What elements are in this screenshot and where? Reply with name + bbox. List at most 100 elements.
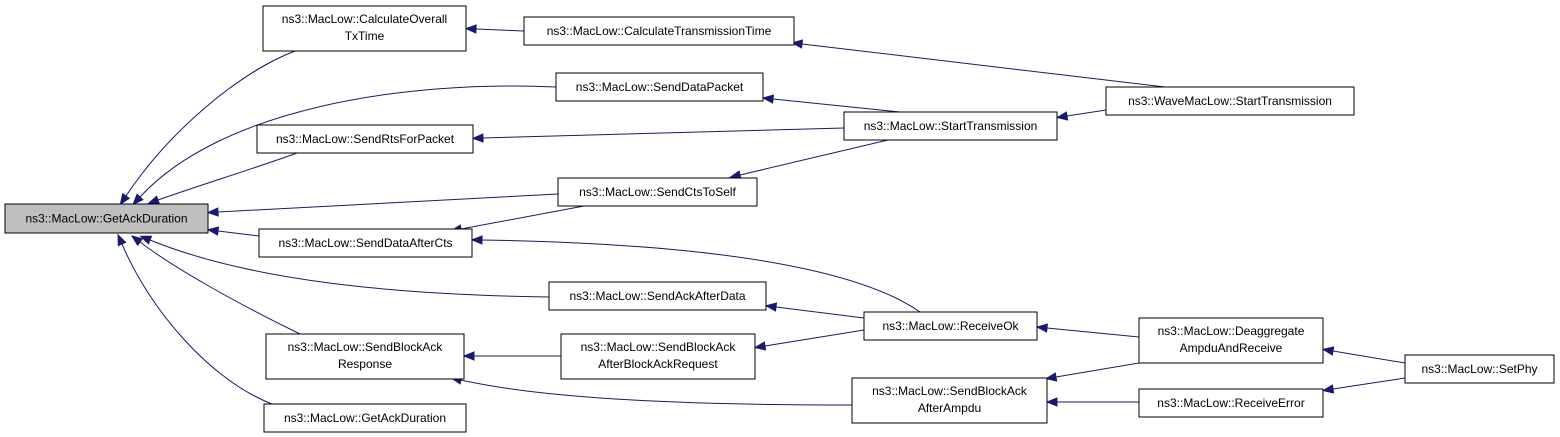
edge-send-data-packet-to-getackduration-root [132, 85, 557, 206]
node-getackduration-overload[interactable]: ns3::MacLow::GetAckDuration [263, 403, 467, 433]
edge-arrowhead [470, 235, 483, 245]
edge-line [1066, 109, 1107, 117]
node-set-phy[interactable]: ns3::MacLow::SetPhy [1404, 354, 1555, 384]
node-label: ns3::MacLow::SendRtsForPacket [276, 132, 455, 146]
edge-arrowhead [790, 39, 804, 49]
edge-send-block-ack-response-to-getackduration-root [130, 235, 301, 335]
edge-line [1055, 361, 1146, 378]
edge-send-data-after-cts-to-getackduration-root [206, 226, 260, 237]
edge-arrowhead [764, 302, 778, 312]
edge-start-transmission-to-send-data-packet [761, 94, 901, 113]
node-getackduration-root[interactable]: ns3::MacLow::GetAckDuration [4, 203, 209, 234]
node-label: ns3::MacLow::GetAckDuration [284, 411, 446, 425]
edge-send-rts-for-packet-to-getackduration-root [147, 152, 298, 205]
node-calculate-transmission-time[interactable]: ns3::MacLow::CalculateTransmissionTime [523, 16, 795, 46]
node-label: ns3::MacLow::StartTransmission [864, 119, 1038, 133]
edge-arrowhead [462, 351, 475, 361]
node-label: ns3::MacLow::SetPhy [1421, 362, 1537, 376]
node-send-rts-for-packet[interactable]: ns3::MacLow::SendRtsForPacket [256, 124, 474, 154]
node-label: ns3::MacLow::SendCtsToSelf [579, 185, 736, 199]
edge-arrowhead [1321, 384, 1335, 394]
edge-start-transmission-to-send-rts-for-packet [471, 127, 845, 143]
node-send-ack-after-data[interactable]: ns3::MacLow::SendAckAfterData [548, 281, 767, 311]
node-label: TxTime [345, 29, 385, 43]
node-label: Response [338, 357, 392, 371]
edge-arrowhead [117, 233, 127, 247]
node-send-block-ack-response[interactable]: ns3::MacLow::SendBlockAck Response [265, 333, 465, 380]
edge-deaggregate-to-send-block-ack-after-ampdu [1044, 361, 1146, 382]
node-wave-start-transmission[interactable]: ns3::WaveMacLow::StartTransmission [1105, 86, 1355, 116]
edge-line [1332, 350, 1406, 364]
edge-start-transmission-to-send-cts-to-self [728, 139, 889, 180]
node-label: ns3::MacLow::SendBlockAck [872, 384, 1028, 398]
edge-getackduration-overload-to-getackduration-root [117, 233, 273, 405]
edge-line [764, 329, 865, 347]
node-start-transmission[interactable]: ns3::MacLow::StartTransmission [843, 111, 1058, 141]
edge-calculate-overall-txtime-to-getackduration-root [119, 50, 296, 206]
node-receive-error[interactable]: ns3::MacLow::ReceiveError [1138, 388, 1324, 418]
edge-send-ack-after-data-to-getackduration-root [139, 235, 550, 298]
edge-line [772, 98, 901, 113]
edge-line [139, 241, 301, 335]
edge-line [1332, 377, 1406, 390]
edge-line [139, 85, 557, 198]
edge-arrowhead [1321, 346, 1335, 356]
edge-line [121, 243, 273, 405]
edge-line [775, 306, 865, 319]
edge-arrowhead [119, 192, 131, 206]
edge-wave-start-transmission-to-start-transmission [1055, 109, 1107, 121]
edge-calculate-transmission-time-to-calculate-overall-txtime [464, 24, 525, 34]
node-label: AfterBlockAckRequest [598, 357, 718, 371]
node-send-block-ack-after-bar[interactable]: ns3::MacLow::SendBlockAck AfterBlockAckR… [560, 333, 756, 380]
edge-deaggregate-to-receive-ok [1035, 323, 1140, 338]
edge-send-block-ack-after-ampdu-to-send-block-ack-response [449, 375, 853, 406]
node-label: AmpduAndReceive [1180, 341, 1283, 355]
edge-line [217, 193, 559, 213]
edge-line [481, 239, 921, 313]
edge-receive-ok-to-send-block-ack-after-bar [753, 329, 865, 351]
edge-arrowhead [206, 226, 220, 236]
edge-set-phy-to-deaggregate [1321, 346, 1406, 364]
edges-layer [117, 24, 1406, 407]
node-label: ns3::MacLow::GetAckDuration [25, 212, 187, 226]
node-calculate-overall-txtime[interactable]: ns3::MacLow::CalculateOverall TxTime [262, 5, 467, 52]
edge-line [217, 230, 260, 237]
edge-receive-error-to-send-block-ack-after-ampdu [1045, 397, 1139, 407]
node-label: ns3::MacLow::CalculateOverall [282, 12, 447, 26]
edge-arrowhead [464, 24, 477, 34]
node-label: ns3::MacLow::CalculateTransmissionTime [547, 24, 772, 38]
edge-line [460, 379, 853, 406]
edge-line [482, 127, 845, 139]
node-label: ns3::MacLow::SendDataAfterCts [278, 236, 452, 250]
edge-line [125, 50, 296, 197]
edge-arrowhead [206, 207, 219, 217]
edge-arrowhead [753, 341, 767, 351]
nodes-layer: ns3::MacLow::GetAckDuration ns3::MacLow:… [4, 5, 1555, 433]
node-label: ns3::MacLow::ReceiveOk [882, 319, 1019, 333]
node-send-cts-to-self[interactable]: ns3::MacLow::SendCtsToSelf [557, 177, 758, 207]
node-label: ns3::MacLow::SendAckAfterData [569, 289, 745, 303]
edge-receive-ok-to-send-ack-after-data [764, 302, 865, 319]
node-label: ns3::MacLow::Deaggregate [1158, 324, 1305, 338]
edge-receive-ok-to-send-data-after-cts [470, 235, 921, 313]
node-receive-ok[interactable]: ns3::MacLow::ReceiveOk [863, 311, 1038, 341]
node-send-data-packet[interactable]: ns3::MacLow::SendDataPacket [555, 72, 764, 102]
edge-set-phy-to-receive-error [1321, 377, 1406, 394]
edge-line [1046, 327, 1140, 338]
edge-arrowhead [139, 235, 153, 245]
edge-arrowhead [130, 235, 144, 247]
edge-wave-start-transmission-to-calculate-transmission-time [790, 39, 1166, 88]
edge-arrowhead [761, 94, 774, 104]
edge-line [801, 43, 1166, 88]
node-send-data-after-cts[interactable]: ns3::MacLow::SendDataAfterCts [258, 228, 473, 258]
edge-arrowhead [147, 195, 161, 205]
edge-arrowhead [1035, 323, 1048, 333]
edge-line [475, 28, 525, 32]
node-label: ns3::MacLow::SendBlockAck [288, 340, 444, 354]
node-send-block-ack-after-ampdu[interactable]: ns3::MacLow::SendBlockAck AfterAmpdu [851, 377, 1048, 424]
node-label: ns3::MacLow::SendDataPacket [576, 80, 744, 94]
edge-arrowhead [471, 133, 484, 143]
node-label: ns3::MacLow::ReceiveError [1157, 396, 1304, 410]
node-deaggregate-ampdu-and-receive[interactable]: ns3::MacLow::Deaggregate AmpduAndReceive [1138, 317, 1324, 364]
